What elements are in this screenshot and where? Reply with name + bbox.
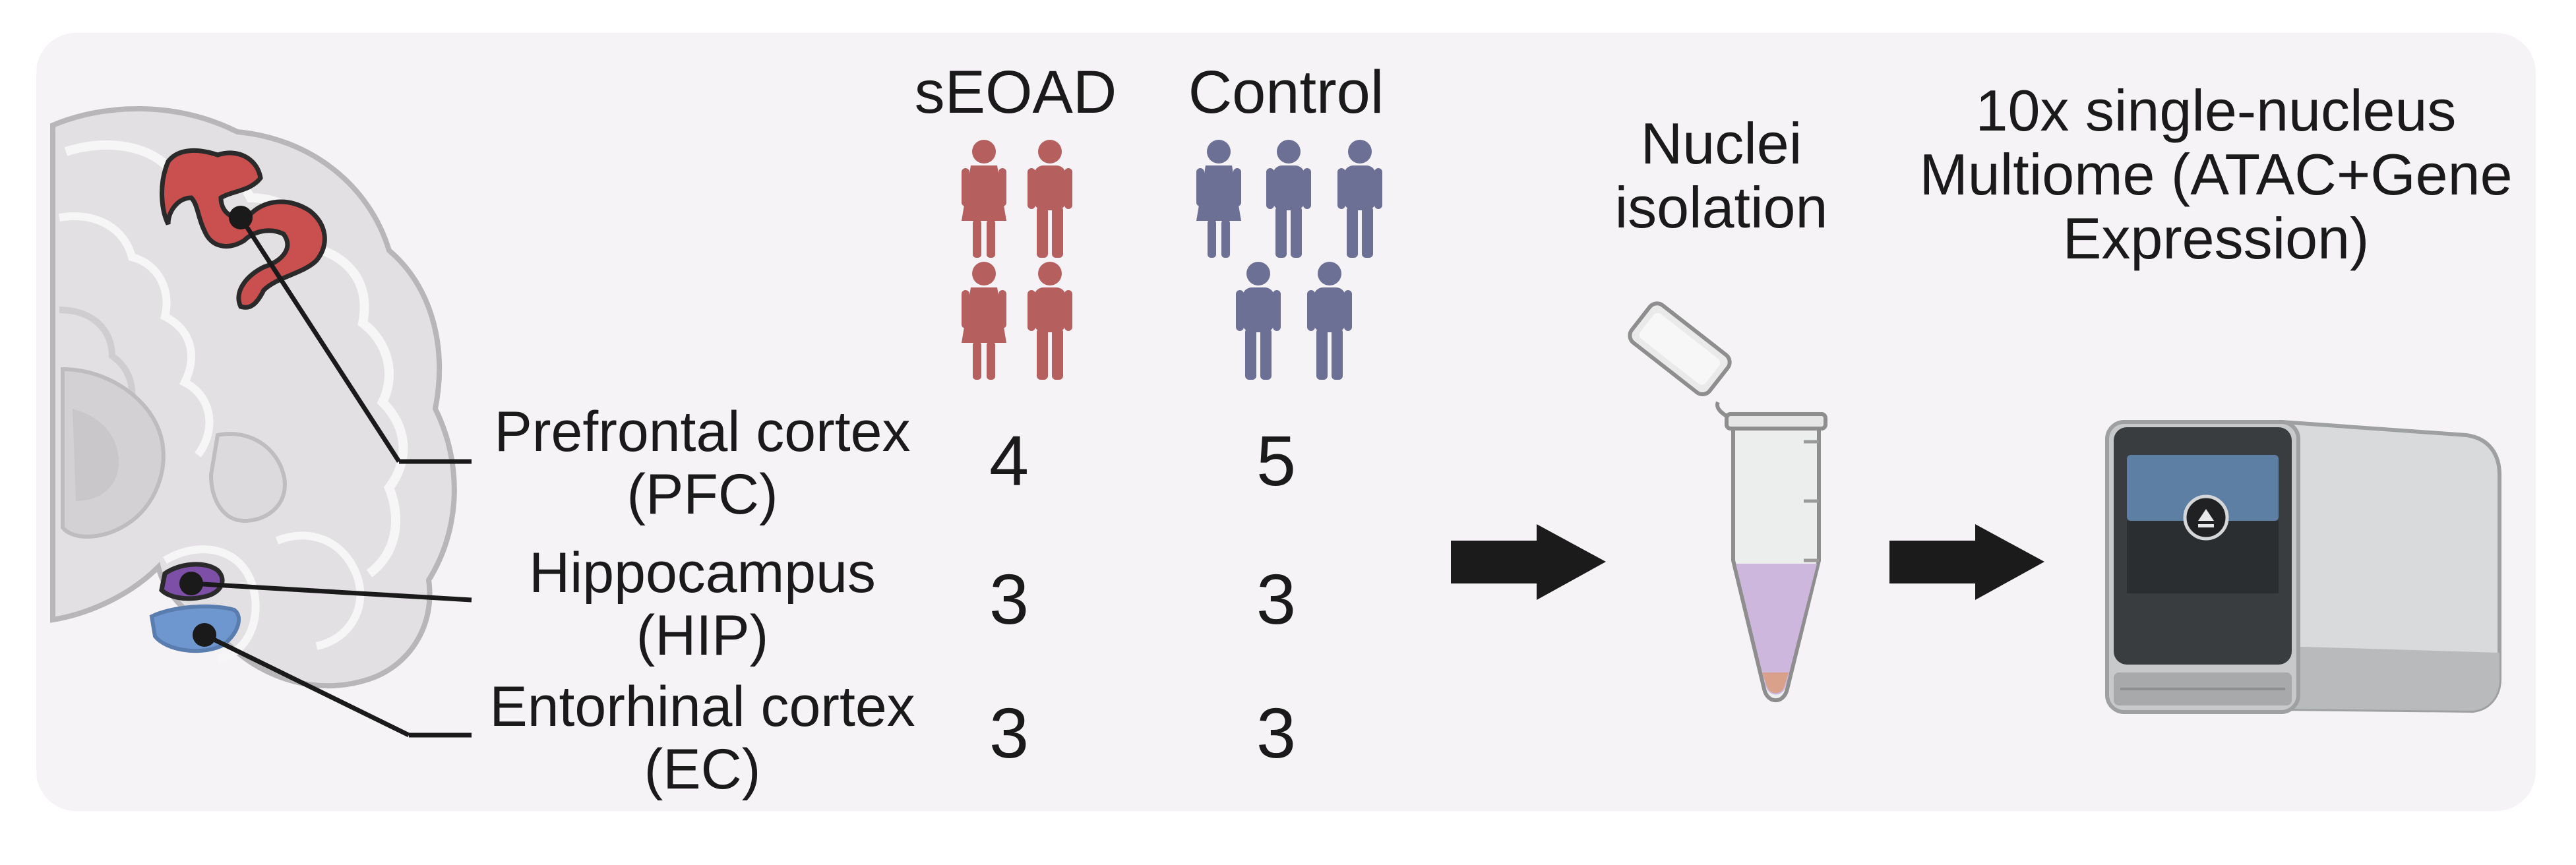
region-name: Prefrontal cortex (494, 400, 911, 463)
count-ec-control: 3 (1256, 693, 1297, 773)
region-name: Hippocampus (529, 541, 876, 605)
step-line: Nuclei (1640, 111, 1802, 176)
count-ec-seoad: 3 (989, 693, 1029, 773)
arrow-right-icon (1451, 524, 1606, 600)
region-abbr: (PFC) (627, 462, 778, 526)
region-label-hip: Hippocampus (HIP) (465, 542, 940, 667)
group-title-control: Control (1188, 59, 1384, 126)
arrow-right-icon (1889, 524, 2044, 600)
region-label-pfc: Prefrontal cortex (PFC) (465, 401, 940, 525)
region-abbr: (EC) (644, 737, 761, 801)
count-pfc-seoad: 4 (989, 421, 1029, 500)
step-line: isolation (1614, 174, 1828, 240)
region-name: Entorhinal cortex (489, 675, 915, 738)
step-line: 10x single-nucleus (1975, 78, 2457, 143)
step-title-multiome: 10x single-nucleus Multiome (ATAC+Gene E… (1886, 78, 2546, 271)
step-line: Expression) (2062, 205, 2370, 271)
group-title-seoad: sEOAD (914, 59, 1117, 126)
count-hip-control: 3 (1256, 559, 1297, 639)
step-title-isolation: Nuclei isolation (1563, 111, 1880, 240)
step-line: Multiome (ATAC+Gene (1919, 141, 2513, 207)
region-abbr: (HIP) (636, 603, 769, 667)
region-label-ec: Entorhinal cortex (EC) (465, 676, 940, 800)
count-pfc-control: 5 (1256, 421, 1297, 500)
count-hip-seoad: 3 (989, 559, 1029, 639)
